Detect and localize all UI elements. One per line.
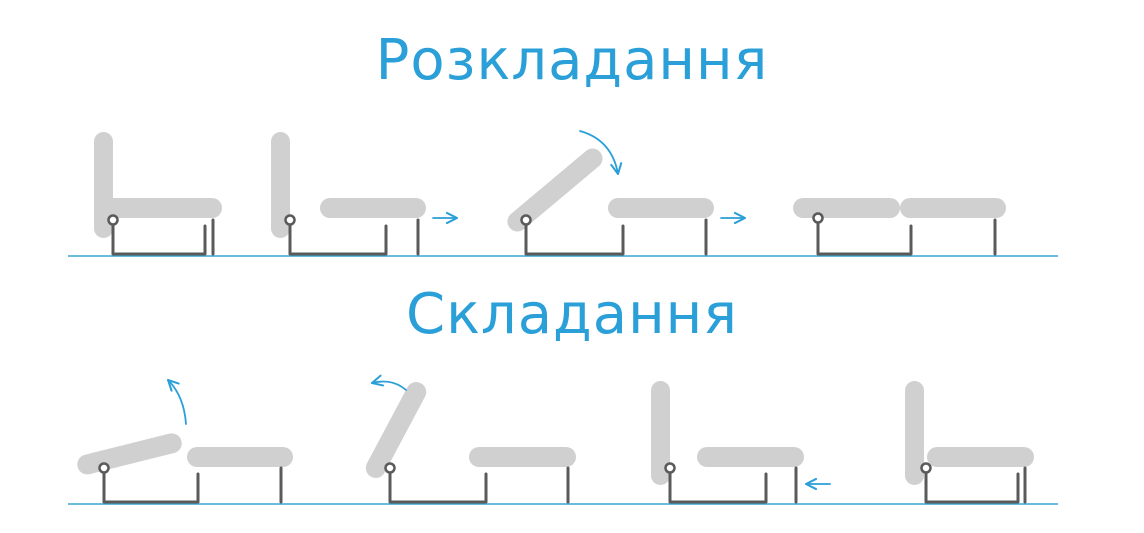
seat-cushion [900,198,1006,218]
pivot-icon [520,214,532,226]
frame [668,468,768,504]
seat-cushion [320,198,426,218]
frame [524,218,625,256]
unfold-step-1-sofa-upright [94,132,222,256]
seat-cushion [469,447,576,467]
unfold-heading: Розкладання [375,28,769,93]
seat-cushion [187,447,293,467]
fold-heading: Складання [406,282,738,347]
pivot-icon [920,462,932,474]
backrest [651,381,670,485]
seat-cushion [927,447,1034,467]
frame [111,218,207,256]
pivot-icon [284,214,296,226]
pivot-icon [384,462,396,474]
frame [102,468,200,504]
pivot-icon [107,214,119,226]
unfold-step-3-back-lowering [507,130,747,256]
seat-cushion [608,198,714,218]
backrest [271,132,290,238]
backrest [905,381,924,485]
arrow-rotate-back-icon [370,374,407,391]
frame [816,218,913,256]
pivot-icon [664,462,676,474]
frame [288,218,388,256]
pivot-icon [98,462,110,474]
seat-cushion [697,447,804,467]
arrow-rotate-up-icon [166,378,187,425]
pivot-icon [812,212,824,224]
backrest [365,382,427,478]
unfold-step-4-flat-bed [793,198,1006,256]
fold-step-2-back-raised [365,374,576,504]
backrest-cushion [793,198,900,218]
arrow-rotate-down-icon [579,130,623,176]
backrest [507,148,603,232]
backrest [77,433,182,475]
fold-step-4-sofa-upright [905,381,1034,504]
frame [924,468,1020,504]
fold-step-3-back-upright-seat-out [651,381,831,504]
seat-cushion [104,198,222,218]
fold-step-1-back-lifting [77,378,293,504]
unfold-step-2-seat-pulled-out [271,132,459,256]
frame [388,468,488,504]
